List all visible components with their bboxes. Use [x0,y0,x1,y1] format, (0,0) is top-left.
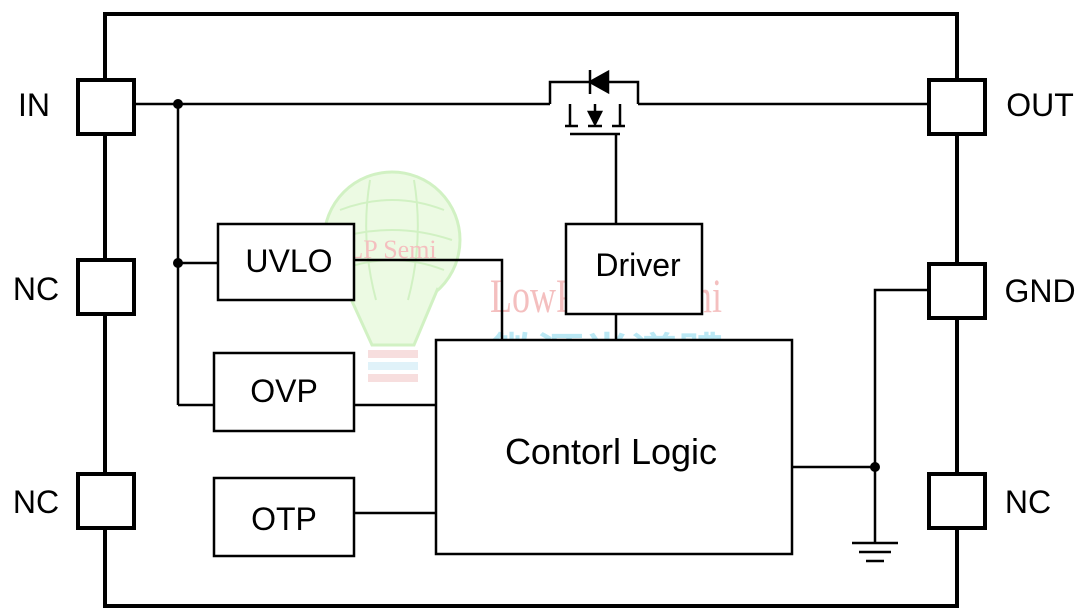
pins [76,78,987,530]
pin-nc-right-label: NC [1005,484,1051,520]
ground-icon [852,541,898,563]
otp-block [212,476,356,558]
pin-gnd [927,262,987,320]
mosfet-icon [548,69,640,136]
pin-out [927,78,987,136]
wires [135,102,930,542]
pin-in [76,78,136,136]
logic-block [434,338,794,556]
pin-in-label: IN [18,87,50,123]
uvlo-label: UVLO [245,243,332,279]
pin-nc-left-1 [76,258,136,316]
pin-gnd-label: GND [1004,273,1075,309]
ovp-label: OVP [250,373,318,409]
driver-block [564,222,704,316]
otp-label: OTP [251,501,317,537]
blocks [212,222,794,558]
ovp-block [212,351,356,433]
logic-label: Contorl Logic [505,431,717,472]
pin-out-label: OUT [1006,87,1074,123]
pin-nc-left-2 [76,472,136,530]
uvlo-block [216,222,356,302]
pin-nc-left-2-label: NC [13,484,59,520]
driver-label: Driver [595,247,681,283]
pin-nc-left-1-label: NC [13,271,59,307]
pin-nc-right [927,472,987,530]
junction-dots [173,99,880,472]
